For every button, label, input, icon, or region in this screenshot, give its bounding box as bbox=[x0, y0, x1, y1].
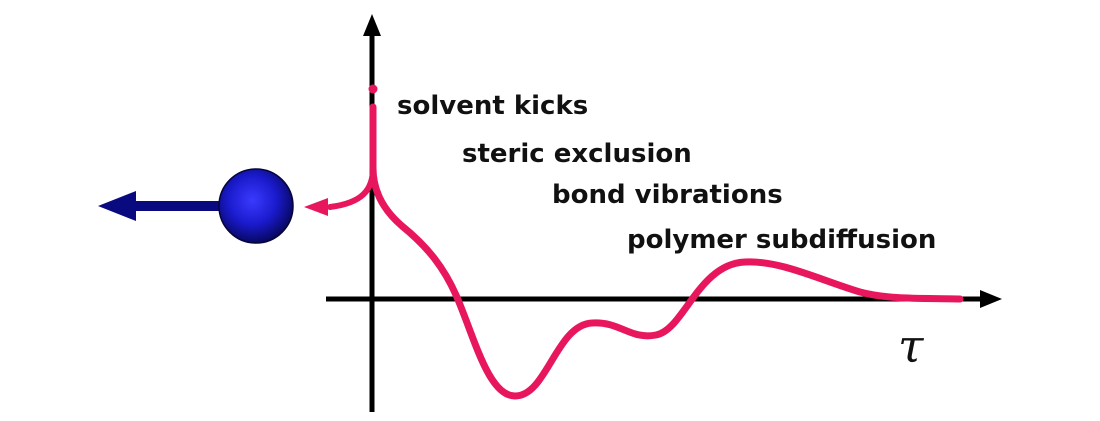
label-polymer-subdiffusion: polymer subdiffusion bbox=[627, 225, 936, 255]
stage-labels: solvent kicks steric exclusion bond vibr… bbox=[397, 91, 936, 255]
kernel-curve-group bbox=[304, 84, 964, 400]
arrow-left-icon bbox=[98, 191, 136, 221]
label-bond-vibrations: bond vibrations bbox=[552, 180, 783, 210]
x-axis-label: τ bbox=[898, 319, 925, 373]
y-axis-arrowhead-icon bbox=[363, 14, 381, 36]
kernel-curve bbox=[369, 103, 964, 400]
particle-group bbox=[98, 168, 294, 244]
label-solvent-kicks: solvent kicks bbox=[397, 91, 588, 121]
x-axis-arrowhead-icon bbox=[980, 290, 1002, 308]
curve-top-dot bbox=[368, 84, 378, 94]
bead-icon bbox=[218, 168, 294, 244]
kernel-curve-hook bbox=[327, 165, 376, 210]
label-steric-exclusion: steric exclusion bbox=[462, 139, 692, 169]
curve-arrowhead-icon bbox=[304, 198, 328, 216]
